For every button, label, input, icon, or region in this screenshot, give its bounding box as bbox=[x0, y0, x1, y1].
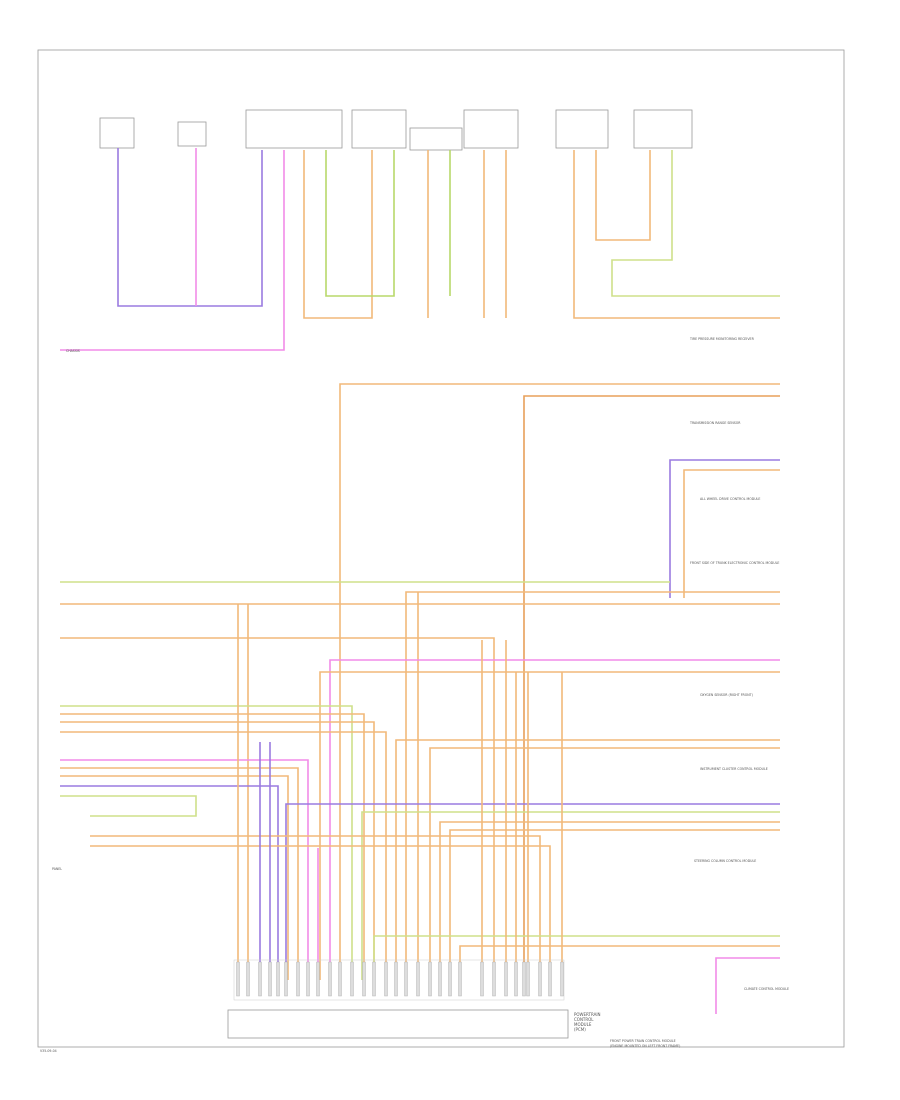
connector-pin bbox=[428, 961, 432, 997]
right-label-6: INSTRUMENT CLUSTER CONTROL MODULE bbox=[700, 767, 768, 771]
diagram-frame bbox=[37, 49, 845, 1048]
connector-pin bbox=[480, 961, 484, 997]
connector-pin bbox=[526, 961, 530, 997]
bottom-connector-pins bbox=[233, 959, 565, 1001]
component-box-4 bbox=[351, 109, 407, 149]
connector-pin bbox=[384, 961, 388, 997]
right-labels: TIRE PRESSURE MONITORING RECEIVER TRANSM… bbox=[689, 337, 789, 991]
component-box-1 bbox=[99, 117, 135, 149]
connector-pin bbox=[514, 961, 518, 997]
connector-pin bbox=[316, 961, 320, 997]
connector-pin bbox=[284, 961, 288, 997]
pcm-label-4: (PCM) bbox=[574, 1027, 586, 1032]
connector-pin bbox=[296, 961, 300, 997]
right-label-3: ALL WHEEL DRIVE CONTROL MODULE bbox=[700, 497, 760, 501]
right-label-1: TIRE PRESSURE MONITORING RECEIVER bbox=[689, 337, 755, 341]
connector-pin bbox=[268, 961, 272, 997]
connector-pin bbox=[362, 961, 366, 997]
component-box-6 bbox=[463, 109, 519, 149]
right-label-5: OXYGEN SENSOR (RIGHT FRONT) bbox=[700, 693, 753, 697]
connector-pin bbox=[338, 961, 342, 997]
pcm-label-1: POWERTRAIN bbox=[574, 1012, 601, 1017]
connector-pin bbox=[276, 961, 280, 997]
connector-pin bbox=[560, 961, 564, 997]
connector-pin bbox=[448, 961, 452, 997]
connector-pin bbox=[372, 961, 376, 997]
left-inline-label: CHASSIS bbox=[66, 349, 80, 353]
component-box-2 bbox=[177, 121, 207, 147]
component-box-8 bbox=[633, 109, 693, 149]
violet-wires-top bbox=[60, 148, 285, 351]
connector-pin bbox=[504, 961, 508, 997]
right-label-8: CLIMATE CONTROL MODULE bbox=[744, 987, 789, 991]
connector-pin bbox=[458, 961, 462, 997]
page-code: V35-09-04 bbox=[40, 1049, 57, 1053]
pcm-label-2: CONTROL bbox=[574, 1017, 594, 1022]
connector-pin bbox=[492, 961, 496, 997]
connector-pin bbox=[236, 961, 240, 997]
connector-pin bbox=[548, 961, 552, 997]
connector-pin bbox=[538, 961, 542, 997]
right-label-4: FRONT SIDE OF TRUNK ELECTRONIC CONTROL M… bbox=[690, 561, 779, 565]
connector-pin bbox=[258, 961, 262, 997]
bottom-right-title-2: (ENGINE MOUNTED ON LEFT FRONT FRAME) bbox=[610, 1044, 680, 1048]
pcm-module-box bbox=[227, 1009, 569, 1039]
ground-label: PANEL bbox=[52, 867, 62, 871]
component-box-7 bbox=[555, 109, 609, 149]
right-label-7: STEERING COLUMN CONTROL MODULE bbox=[694, 859, 756, 863]
connector-pin bbox=[404, 961, 408, 997]
connector-pin bbox=[350, 961, 354, 997]
top-components bbox=[99, 109, 693, 151]
component-box-3 bbox=[245, 109, 343, 149]
connector-pin bbox=[306, 961, 310, 997]
bottom-right-title-1: FRONT POWER TRAIN CONTROL MODULE bbox=[610, 1039, 676, 1043]
connector-pin bbox=[394, 961, 398, 997]
pcm-label-3: MODULE bbox=[574, 1022, 592, 1027]
connector-pin bbox=[328, 961, 332, 997]
orange-horizontals bbox=[60, 383, 780, 1014]
connector-pin bbox=[416, 961, 420, 997]
right-label-2: TRANSMISSION RANGE SENSOR bbox=[689, 421, 741, 425]
connector-pin bbox=[246, 961, 250, 997]
connector-pin bbox=[438, 961, 442, 997]
orange-wires-top bbox=[303, 150, 780, 319]
component-box-5 bbox=[409, 127, 463, 151]
connector-pin bbox=[522, 961, 526, 997]
